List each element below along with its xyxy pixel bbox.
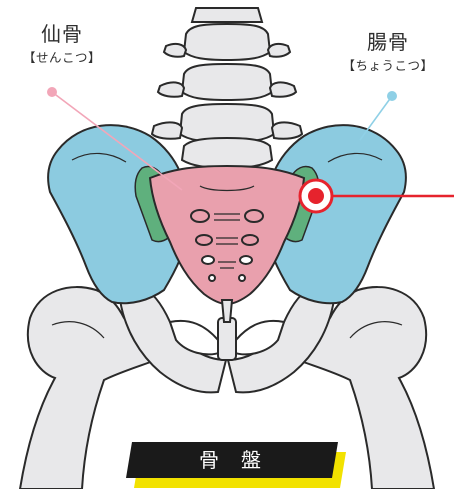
ilium-name: 腸骨 [328, 26, 448, 55]
lumbar-spine [152, 8, 302, 168]
ilium-reading: 【ちょうこつ】 [328, 55, 448, 74]
sacrum-name: 仙骨 [6, 18, 118, 47]
sacrum-leader-dot [47, 87, 57, 97]
ilium-leader-dot [387, 91, 397, 101]
sacrum [150, 166, 304, 322]
sacrum-label: 仙骨 【せんこつ】 [6, 18, 118, 66]
sacrum-reading: 【せんこつ】 [6, 47, 118, 66]
target-marker-icon [300, 180, 332, 212]
title-box: 骨盤 [130, 442, 342, 482]
ilium-label: 腸骨 【ちょうこつ】 [328, 26, 448, 74]
title-text: 骨盤 [130, 442, 330, 478]
